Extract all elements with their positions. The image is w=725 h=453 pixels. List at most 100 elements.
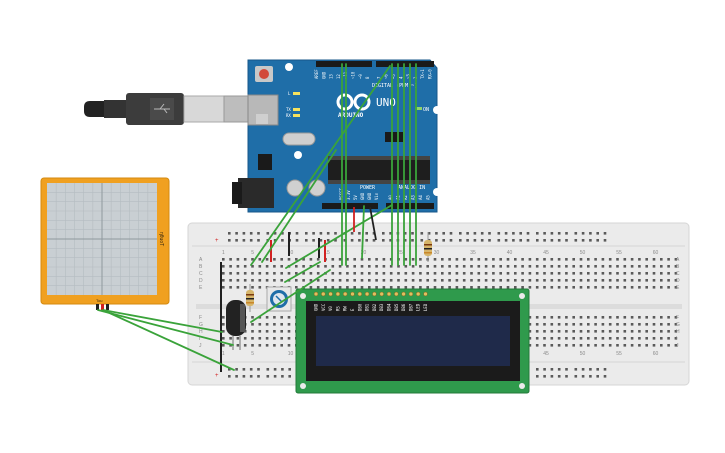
breadboard-hole[interactable] — [397, 279, 400, 282]
breadboard-hole[interactable] — [375, 258, 378, 261]
breadboard-hole[interactable] — [543, 344, 546, 347]
breadboard-hole[interactable] — [229, 265, 232, 268]
breadboard-hole[interactable] — [338, 265, 342, 268]
breadboard-rail-hole[interactable] — [411, 239, 414, 242]
breadboard-hole[interactable] — [287, 337, 291, 340]
breadboard-hole[interactable] — [382, 279, 386, 282]
wires[interactable] — [97, 63, 417, 371]
breadboard-hole[interactable] — [309, 272, 313, 275]
breadboard-hole[interactable] — [601, 344, 605, 347]
breadboard-rail-hole[interactable] — [536, 239, 539, 242]
breadboard-rail-hole[interactable] — [312, 232, 315, 235]
breadboard-rail-hole[interactable] — [589, 232, 592, 235]
breadboard-hole[interactable] — [273, 344, 276, 347]
breadboard-hole[interactable] — [251, 279, 254, 282]
breadboard-hole[interactable] — [295, 286, 298, 289]
breadboard-hole[interactable] — [623, 265, 627, 268]
breadboard-hole[interactable] — [674, 286, 678, 289]
breadboard-hole[interactable] — [433, 272, 437, 275]
breadboard-hole[interactable] — [667, 279, 670, 282]
breadboard-hole[interactable] — [411, 265, 415, 268]
breadboard-hole[interactable] — [324, 286, 327, 289]
breadboard-hole[interactable] — [565, 279, 568, 282]
breadboard-rail-hole[interactable] — [442, 239, 445, 242]
breadboard-hole[interactable] — [645, 330, 648, 333]
breadboard-hole[interactable] — [295, 279, 298, 282]
breadboard-hole[interactable] — [660, 323, 663, 326]
breadboard-hole[interactable] — [258, 258, 262, 261]
breadboard-rail-hole[interactable] — [389, 232, 392, 235]
breadboard-hole[interactable] — [295, 272, 298, 275]
breadboard-hole[interactable] — [287, 316, 291, 319]
breadboard-hole[interactable] — [280, 258, 283, 261]
breadboard-hole[interactable] — [258, 323, 262, 326]
breadboard-hole[interactable] — [652, 316, 656, 319]
breadboard-hole[interactable] — [448, 286, 451, 289]
breadboard-hole[interactable] — [601, 330, 605, 333]
touchpad-pin-1[interactable] — [96, 304, 99, 310]
breadboard-rail-hole[interactable] — [589, 368, 592, 371]
breadboard-hole[interactable] — [309, 258, 313, 261]
breadboard-hole[interactable] — [222, 286, 225, 289]
breadboard-hole[interactable] — [477, 286, 481, 289]
breadboard-hole[interactable] — [543, 258, 546, 261]
touchpad-pin-3[interactable] — [106, 304, 109, 310]
breadboard-rail-hole[interactable] — [305, 239, 308, 242]
breadboard-hole[interactable] — [499, 265, 502, 268]
breadboard-hole[interactable] — [499, 286, 502, 289]
breadboard-rail-hole[interactable] — [242, 239, 246, 242]
breadboard-rail-hole[interactable] — [235, 232, 238, 235]
breadboard-rail-hole[interactable] — [526, 232, 530, 235]
breadboard-hole[interactable] — [331, 272, 335, 275]
breadboard-hole[interactable] — [419, 258, 422, 261]
breadboard-hole[interactable] — [229, 286, 232, 289]
breadboard-hole[interactable] — [557, 279, 561, 282]
breadboard-hole[interactable] — [565, 337, 568, 340]
breadboard-hole[interactable] — [608, 272, 612, 275]
breadboard-hole[interactable] — [557, 316, 561, 319]
lcd-pin[interactable] — [423, 291, 428, 297]
breadboard-rail-hole[interactable] — [257, 232, 260, 235]
breadboard-hole[interactable] — [572, 272, 575, 275]
breadboard-rail-hole[interactable] — [480, 232, 484, 235]
breadboard-hole[interactable] — [638, 272, 641, 275]
breadboard-hole[interactable] — [514, 286, 517, 289]
breadboard-hole[interactable] — [243, 330, 247, 333]
breadboard-hole[interactable] — [280, 272, 283, 275]
breadboard-hole[interactable] — [543, 265, 546, 268]
lcd-pin[interactable] — [342, 291, 348, 297]
breadboard-hole[interactable] — [265, 316, 269, 319]
breadboard-hole[interactable] — [674, 279, 678, 282]
breadboard-hole[interactable] — [462, 272, 466, 275]
breadboard-hole[interactable] — [667, 323, 670, 326]
breadboard-hole[interactable] — [470, 286, 473, 289]
breadboard-rail-hole[interactable] — [334, 232, 337, 235]
breadboard-hole[interactable] — [462, 258, 466, 261]
breadboard-hole[interactable] — [222, 344, 225, 347]
breadboard-rail-hole[interactable] — [273, 232, 277, 235]
breadboard-hole[interactable] — [587, 330, 590, 333]
breadboard-hole[interactable] — [484, 265, 488, 268]
breadboard-hole[interactable] — [353, 272, 356, 275]
breadboard-hole[interactable] — [587, 286, 590, 289]
breadboard-hole[interactable] — [309, 286, 313, 289]
breadboard-hole[interactable] — [404, 272, 408, 275]
breadboard-hole[interactable] — [630, 316, 634, 319]
breadboard-rail-hole[interactable] — [543, 232, 546, 235]
breadboard-rail-hole[interactable] — [557, 368, 561, 371]
breadboard-hole[interactable] — [280, 323, 283, 326]
breadboard-hole[interactable] — [368, 272, 371, 275]
breadboard-rail-hole[interactable] — [228, 375, 231, 378]
breadboard-hole[interactable] — [535, 258, 539, 261]
lcd-pin[interactable] — [379, 291, 384, 297]
breadboard-hole[interactable] — [623, 323, 627, 326]
breadboard-hole[interactable] — [623, 316, 627, 319]
breadboard-rail-hole[interactable] — [603, 368, 607, 371]
breadboard-hole[interactable] — [572, 286, 575, 289]
breadboard-hole[interactable] — [484, 258, 488, 261]
breadboard-hole[interactable] — [652, 330, 656, 333]
breadboard-rail-hole[interactable] — [543, 368, 546, 371]
breadboard-rail-hole[interactable] — [235, 375, 238, 378]
breadboard-hole[interactable] — [448, 279, 451, 282]
breadboard-hole[interactable] — [630, 272, 634, 275]
